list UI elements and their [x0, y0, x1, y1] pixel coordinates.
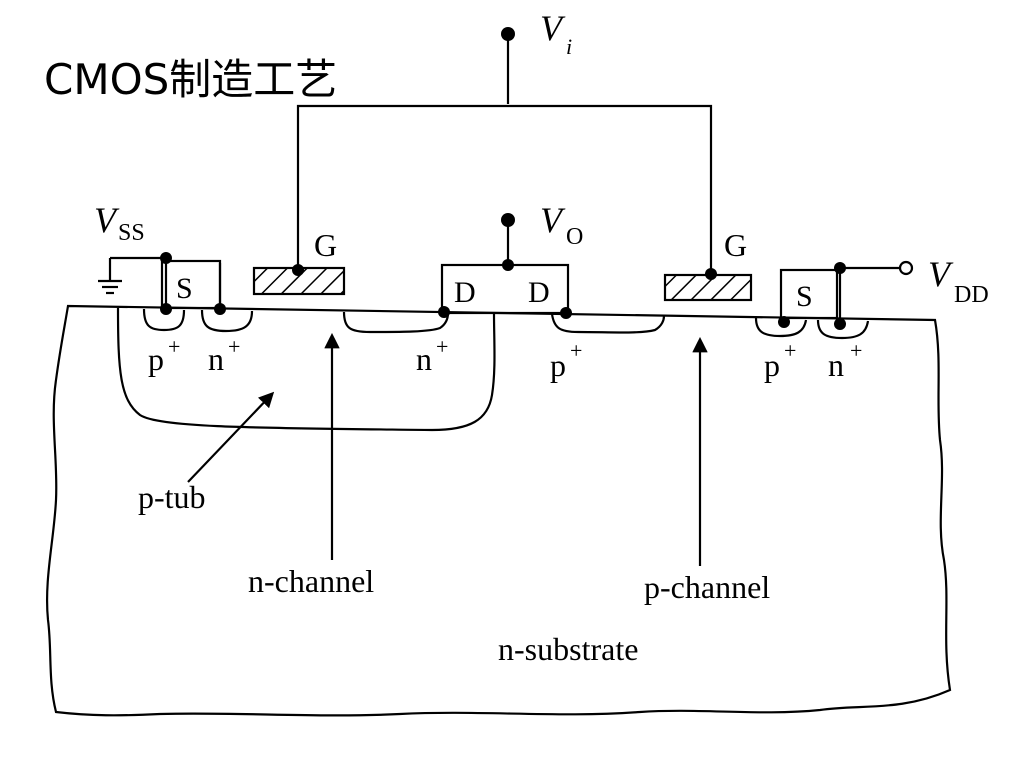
vss-node	[160, 252, 172, 264]
p-plus-drain-label: p	[550, 347, 566, 383]
vdd-label: V	[928, 254, 954, 294]
gate-right-label: G	[724, 227, 747, 263]
n-plus-drain-label: n	[416, 341, 432, 377]
n-plus-right-sup: +	[850, 338, 862, 363]
n-plus-diffusion-left	[200, 309, 254, 333]
gate-left-contact	[292, 264, 304, 276]
drain-contact	[502, 259, 514, 271]
vdd-subscript: DD	[954, 282, 989, 308]
p-plus-left-sup: +	[168, 334, 180, 359]
vo-label: V	[540, 200, 566, 240]
n-plus-diffusion-drain	[342, 311, 450, 334]
source-left-label: S	[176, 272, 193, 305]
drain-left-dot	[438, 306, 450, 318]
drain-right-label: D	[528, 276, 550, 309]
drain-right-dot	[560, 307, 572, 319]
vi-subscript: i	[566, 34, 572, 59]
vi-terminal	[501, 27, 515, 41]
vss-label: V	[94, 200, 120, 240]
vdd-terminal	[898, 260, 914, 276]
n-plus-left-label: n	[208, 341, 224, 377]
p-channel-label: p-channel	[644, 569, 770, 605]
p-tub-label: p-tub	[138, 479, 206, 515]
p-plus-diffusion-drain	[550, 313, 666, 334]
n-substrate-outline	[45, 304, 952, 717]
vi-label: V	[540, 8, 566, 48]
vdd-wire	[838, 266, 900, 324]
page-title: CMOS制造工艺	[44, 55, 338, 104]
p-plus-diffusion-left	[142, 308, 186, 332]
ground-icon	[98, 279, 122, 295]
vss-subscript: SS	[118, 220, 145, 246]
vdd-node	[834, 262, 846, 274]
p-plus-right-sup: +	[784, 338, 796, 363]
source-right-box	[779, 268, 839, 320]
p-plus-right-label: p	[764, 347, 780, 383]
source-right-n-dot	[834, 318, 846, 330]
vo-subscript: O	[566, 224, 583, 250]
drain-left-label: D	[454, 276, 476, 309]
gate-right-contact	[705, 268, 717, 280]
p-tub-arrow	[187, 391, 275, 483]
source-right-label: S	[796, 280, 813, 313]
p-tub-well	[116, 307, 496, 432]
n-substrate-label: n-substrate	[498, 631, 638, 667]
vi-wire	[296, 34, 713, 274]
n-plus-diffusion-right	[816, 319, 870, 340]
p-plus-drain-sup: +	[570, 338, 582, 363]
source-right-p-dot	[778, 316, 790, 328]
p-plus-diffusion-right	[754, 317, 808, 338]
p-plus-left-label: p	[148, 341, 164, 377]
n-plus-drain-sup: +	[436, 334, 448, 359]
vo-terminal	[501, 213, 515, 227]
n-plus-right-label: n	[828, 347, 844, 383]
n-plus-left-sup: +	[228, 334, 240, 359]
gate-left-label: G	[314, 227, 337, 263]
source-left-p-dot	[160, 303, 172, 315]
n-channel-label: n-channel	[248, 563, 374, 599]
